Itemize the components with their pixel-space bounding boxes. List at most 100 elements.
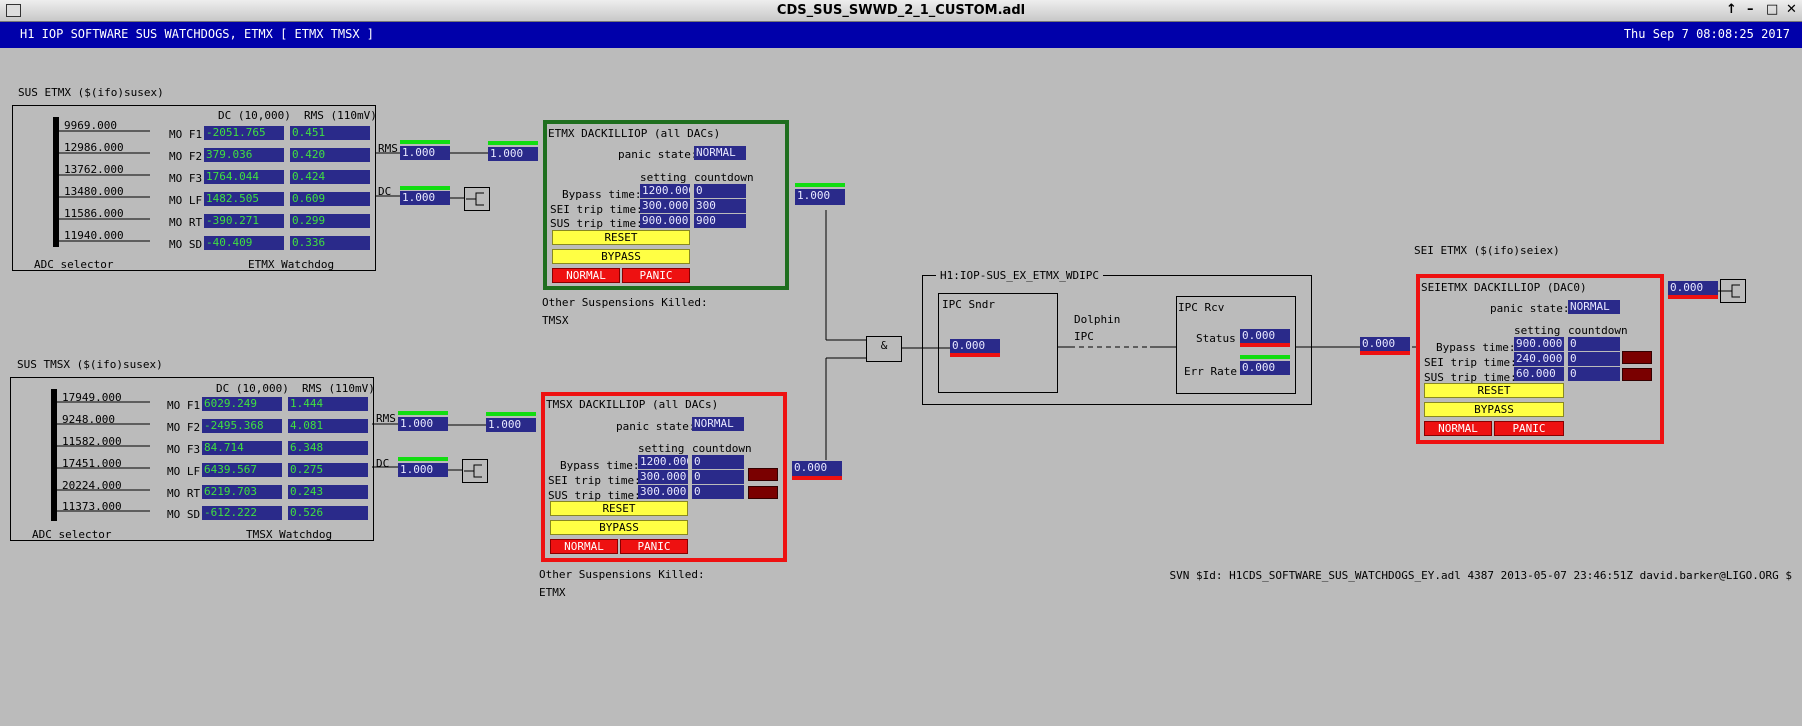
ipc-err-bar <box>1240 355 1290 359</box>
window-pin-icon[interactable]: ↑ <box>1726 2 1737 17</box>
and-gate: & <box>866 336 902 362</box>
ipc-out-value: 0.000 <box>1360 337 1410 351</box>
etmx-rms-value: 0.609 <box>290 192 370 206</box>
ipc-err-label: Err Rate <box>1184 365 1237 378</box>
ipc-dolphin-label: Dolphin <box>1074 313 1121 326</box>
tmsx-setting-header: setting <box>638 442 685 455</box>
sei-bypass-setting[interactable]: 900.000 <box>1514 337 1564 351</box>
etmx-dc-value: 379.036 <box>204 148 284 162</box>
sei-sei-setting[interactable]: 240.000 <box>1514 352 1564 366</box>
etmx-adc-val: 11940.000 <box>64 229 124 242</box>
etmx-rms-gain: 1.000 <box>400 146 450 160</box>
etmx-normal-button[interactable]: NORMAL <box>552 268 620 283</box>
tmsx-bypass-setting[interactable]: 1200.000 <box>638 455 688 469</box>
etmx-sei-countdown: 300 <box>694 199 746 213</box>
etmx-adc-val: 9969.000 <box>64 119 117 132</box>
tmsx-adc-val: 17949.000 <box>62 391 122 404</box>
tmsx-rms-value: 1.444 <box>288 397 368 411</box>
tmsx-sei-setting[interactable]: 300.000 <box>638 470 688 484</box>
ipc-frame <box>922 275 1312 405</box>
sei-sus-label: SUS trip time: <box>1424 371 1517 384</box>
tmsx-row-label: MO LF <box>167 465 201 478</box>
tmsx-rms-label: RMS <box>376 412 396 425</box>
tmsx-adc-selector[interactable]: ADC selector <box>32 528 112 541</box>
tmsx-reset-button[interactable]: RESET <box>550 501 688 516</box>
etmx-sei-setting[interactable]: 300.000 <box>640 199 690 213</box>
etmx-rms-value: 0.424 <box>290 170 370 184</box>
tmsx-watchdog-frame <box>10 377 374 541</box>
ipc-status-bar <box>1240 343 1290 347</box>
tmsx-dc-value: 6219.703 <box>202 485 282 499</box>
etmx-rms-status-bar <box>400 140 450 144</box>
sei-normal-button[interactable]: NORMAL <box>1424 421 1492 436</box>
etmx-watchdog-frame <box>12 105 376 271</box>
tmsx-panic-label: panic state: <box>616 420 696 433</box>
window-titlebar[interactable]: CDS_SUS_SWWD_2_1_CUSTOM.adl ↑ – □ ✕ <box>0 0 1802 22</box>
tmsx-adc-val: 17451.000 <box>62 457 122 470</box>
tmsx-adc-val: 20224.000 <box>62 479 122 492</box>
etmx-adc-selector[interactable]: ADC selector <box>34 258 114 271</box>
etmx-watchdog-label: ETMX Watchdog <box>248 258 335 271</box>
sei-dackill-box <box>1416 274 1664 444</box>
etmx-dc-value: 1764.044 <box>204 170 284 184</box>
etmx-col-dc: DC (10,000) <box>218 109 291 122</box>
tmsx-sus-trip-indicator <box>748 486 778 499</box>
tmsx-dc-value: -2495.368 <box>202 419 282 433</box>
tmsx-killed-value: ETMX <box>539 586 566 599</box>
sei-bypass-countdown: 0 <box>1568 337 1620 351</box>
etmx-rms-out-bar <box>488 141 538 145</box>
sei-sus-setting[interactable]: 60.000 <box>1514 367 1564 381</box>
etmx-sus-setting[interactable]: 900.000 <box>640 214 690 228</box>
etmx-dc-status-bar <box>400 186 450 190</box>
tmsx-rms-gain: 1.000 <box>398 417 448 431</box>
maximize-icon[interactable]: □ <box>1766 2 1779 17</box>
etmx-killed-label: Other Suspensions Killed: <box>542 296 708 309</box>
sei-bypass-button[interactable]: BYPASS <box>1424 402 1564 417</box>
tmsx-rms-value: 0.243 <box>288 485 368 499</box>
tmsx-normal-button[interactable]: NORMAL <box>550 539 618 554</box>
etmx-panel-title: SUS ETMX ($(ifo)susex) <box>18 86 164 99</box>
window-menu-icon[interactable] <box>6 4 21 17</box>
sei-panic-button[interactable]: PANIC <box>1494 421 1564 436</box>
tmsx-bypass-label: Bypass time: <box>560 459 640 472</box>
etmx-countdown-header: countdown <box>694 171 754 184</box>
etmx-panic-button[interactable]: PANIC <box>622 268 690 283</box>
etmx-bypass-button[interactable]: BYPASS <box>552 249 690 264</box>
etmx-dc-label: DC <box>378 185 392 198</box>
etmx-rms-value: 0.451 <box>290 126 370 140</box>
ipc-sndr-bar <box>950 353 1000 357</box>
ipc-rcv-label: IPC Rcv <box>1178 301 1225 314</box>
etmx-adc-val: 13762.000 <box>64 163 124 176</box>
etmx-adc-val: 11586.000 <box>64 207 124 220</box>
etmx-dc-value: -40.409 <box>204 236 284 250</box>
close-icon[interactable]: ✕ <box>1786 2 1797 17</box>
tmsx-sus-setting[interactable]: 300.000 <box>638 485 688 499</box>
tmsx-dc-label: DC <box>376 457 390 470</box>
minimize-icon[interactable]: – <box>1747 2 1754 17</box>
sei-reset-button[interactable]: RESET <box>1424 383 1564 398</box>
ipc-sndr-label: IPC Sndr <box>942 298 995 311</box>
etmx-col-rms: RMS (110mV) <box>304 109 377 122</box>
etmx-reset-button[interactable]: RESET <box>552 230 690 245</box>
tmsx-col-dc: DC (10,000) <box>216 382 289 395</box>
ipc-ipc-label: IPC <box>1074 330 1094 343</box>
etmx-setting-header: setting <box>640 171 687 184</box>
etmx-bypass-setting[interactable]: 1200.000 <box>640 184 690 198</box>
tmsx-dackill-title: TMSX DACKILLIOP (all DACs) <box>546 398 719 411</box>
screen-title: H1 IOP SOFTWARE SUS WATCHDOGS, ETMX [ ET… <box>20 27 375 41</box>
sei-sei-label: SEI trip time: <box>1424 356 1517 369</box>
sei-panic-label: panic state: <box>1490 302 1570 315</box>
tmsx-rms-out-bar <box>486 412 536 416</box>
sei-sei-countdown: 0 <box>1568 352 1620 366</box>
etmx-bypass-countdown: 0 <box>694 184 746 198</box>
tmsx-panic-button[interactable]: PANIC <box>620 539 688 554</box>
tmsx-watchdog-label: TMSX Watchdog <box>246 528 333 541</box>
ipc-status-label: Status <box>1196 332 1236 345</box>
ipc-sndr-value: 0.000 <box>950 339 1000 353</box>
tmsx-bypass-button[interactable]: BYPASS <box>550 520 688 535</box>
tmsx-rms-value: 4.081 <box>288 419 368 433</box>
ipc-rcv-frame <box>1176 296 1296 394</box>
etmx-adc-val: 13480.000 <box>64 185 124 198</box>
etmx-dc-value: -390.271 <box>204 214 284 228</box>
tmsx-dk-out-bar <box>792 476 842 480</box>
